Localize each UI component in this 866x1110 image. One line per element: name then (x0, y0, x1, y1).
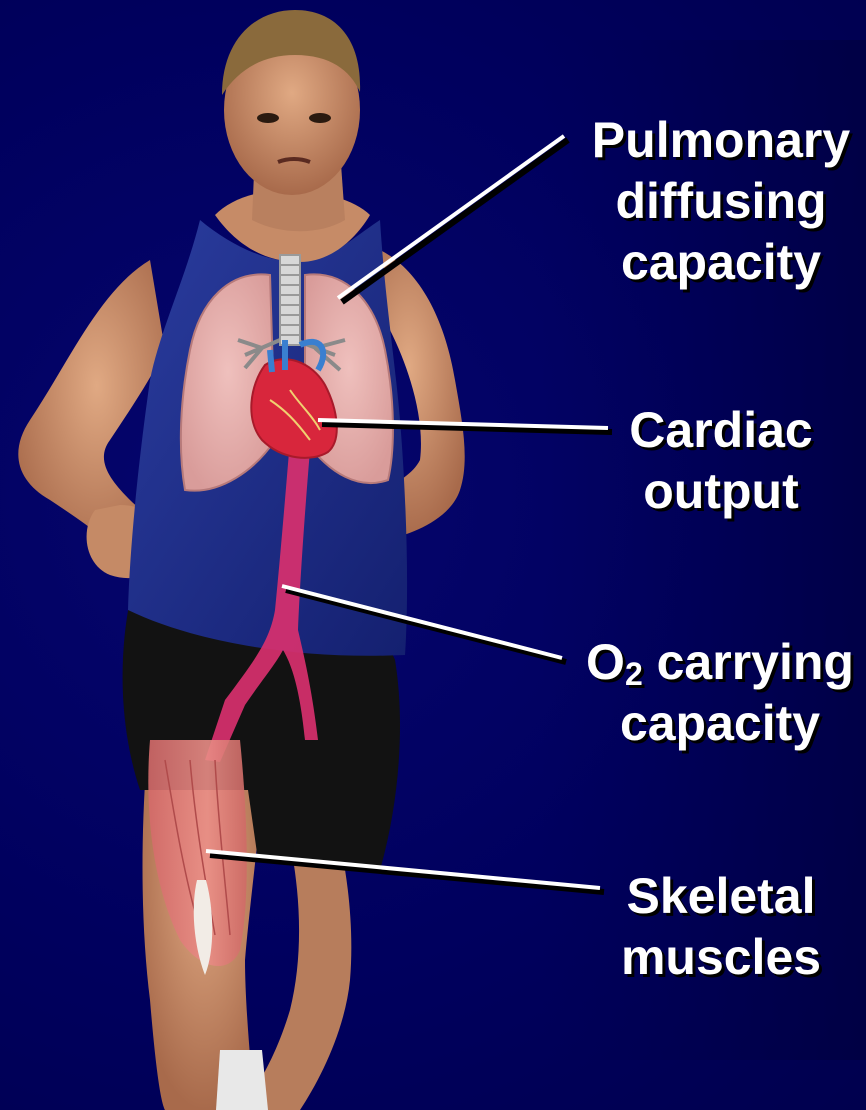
muscle-line-1: Skeletal (606, 866, 836, 927)
pulmonary-line-1: Pulmonary (578, 110, 864, 171)
o2-carrying-text: carrying (643, 634, 854, 690)
o2-line-1: O2 carrying (576, 632, 864, 693)
o2-subscript: 2 (625, 656, 643, 692)
o2-symbol: O (586, 634, 625, 690)
skeletal-muscles-label: Skeletal muscles (606, 866, 836, 988)
pulmonary-line-3: capacity (578, 232, 864, 293)
muscle-line-2: muscles (606, 927, 836, 988)
cardiac-line-1: Cardiac (610, 400, 832, 461)
cardiac-line-2: output (610, 461, 832, 522)
pulmonary-diffusing-capacity-label: Pulmonary diffusing capacity (578, 110, 864, 293)
trachea (280, 255, 300, 345)
o2-carrying-capacity-label: O2 carrying capacity (576, 632, 864, 754)
right-eye (257, 113, 279, 123)
shoe (216, 1050, 268, 1110)
cardiac-output-label: Cardiac output (610, 400, 832, 522)
left-eye (309, 113, 331, 123)
pulmonary-leader (338, 136, 564, 298)
o2-line-2: capacity (576, 693, 864, 754)
pulmonary-leader-shadow (342, 140, 568, 302)
pulmonary-line-2: diffusing (578, 171, 864, 232)
